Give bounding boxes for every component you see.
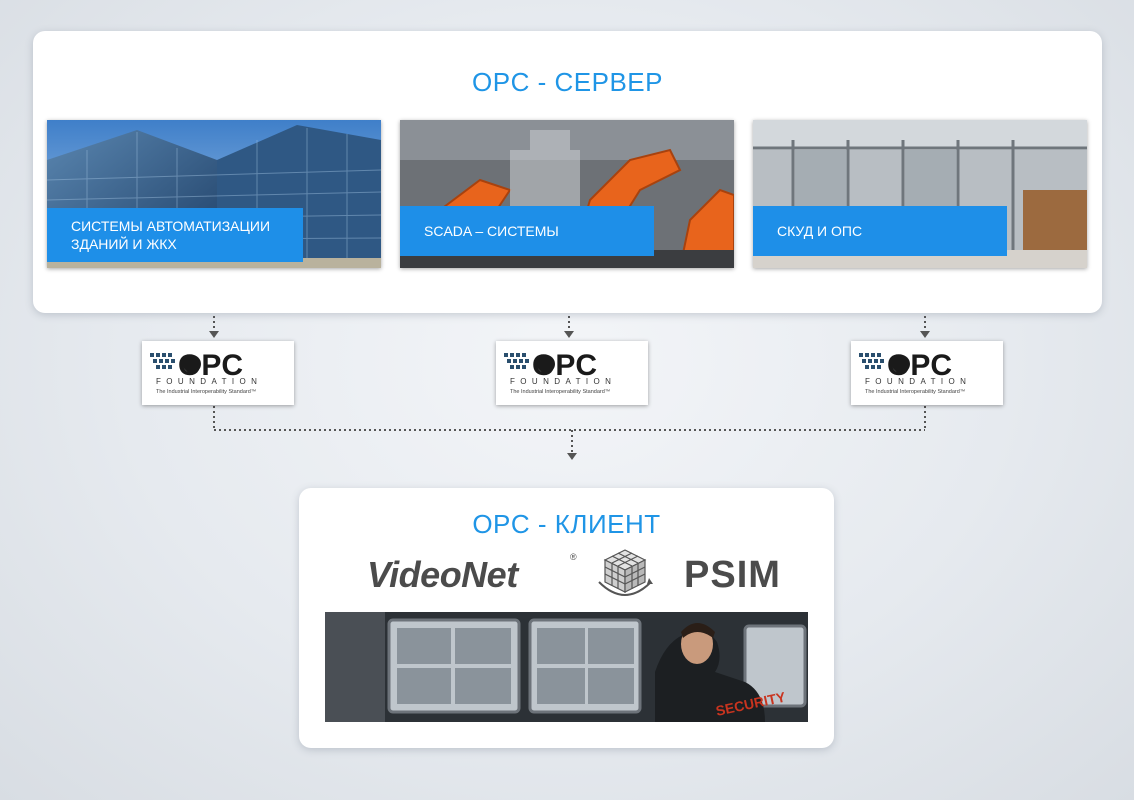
opc-foundation-text: FOUNDATION [510,377,617,386]
tile-label-access-control: СКУД И ОПС [753,206,1007,256]
client-title: OPC - КЛИЕНТ [472,509,661,539]
opc-foundation-logo-icon: OPC [504,349,597,381]
psim-logo: PSIM [684,554,781,596]
tile-label-building-automation: СИСТЕМЫ АВТОМАТИЗАЦИИ ЗДАНИЙ И ЖКХ [47,208,303,262]
client-logos: VideoNet ® PSIM [299,542,834,602]
opc-foundation-badge: OPC FOUNDATION The Industrial Interopera… [851,341,1003,405]
tile-label-scada: SCADA – СИСТЕМЫ [400,206,654,256]
security-operator-photo: SECURITY [325,612,808,722]
opc-foundation-logo-icon: OPC [859,349,952,381]
opc-server-panel: OPC - СЕРВЕР СИСТЕМЫ АВ [33,31,1102,313]
opc-tagline: The Industrial Interoperability Standard… [156,389,257,395]
server-title: OPC - СЕРВЕР [472,67,663,97]
opc-foundation-text: FOUNDATION [865,377,972,386]
opc-tagline: The Industrial Interoperability Standard… [865,389,966,395]
opc-client-panel: OPC - КЛИЕНТ VideoNet ® PSIM [299,488,834,748]
opc-foundation-badge: OPC FOUNDATION The Industrial Interopera… [496,341,648,405]
videonet-logo: VideoNet [367,554,518,595]
opc-foundation-text: FOUNDATION [156,377,263,386]
tile-building-automation: СИСТЕМЫ АВТОМАТИЗАЦИИ ЗДАНИЙ И ЖКХ [47,120,381,268]
tile-scada: SCADA – СИСТЕМЫ [400,120,734,268]
cube-logo-icon [598,549,653,596]
opc-foundation-badge: OPC FOUNDATION The Industrial Interopera… [142,341,294,405]
tile-access-control: СКУД И ОПС [753,120,1087,268]
opc-tagline: The Industrial Interoperability Standard… [510,389,611,395]
videonet-registered-mark: ® [570,552,577,562]
opc-foundation-logo-icon: OPC [150,349,243,381]
